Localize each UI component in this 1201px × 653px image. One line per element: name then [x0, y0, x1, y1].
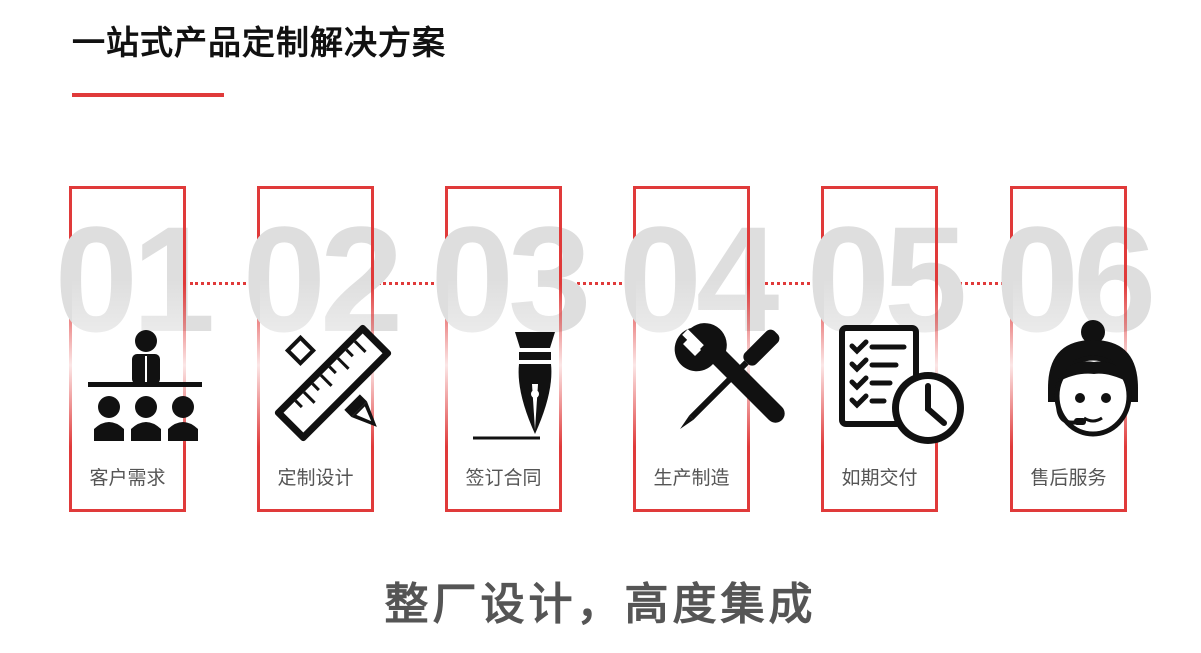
step-label: 客户需求 [89, 467, 166, 489]
step-card-01: 01 客户需求 [55, 186, 215, 512]
customer-service-headset-icon [1048, 320, 1138, 437]
meeting-audience-icon [88, 330, 202, 441]
checklist-clock-icon [839, 325, 964, 444]
step-label: 如期交付 [841, 467, 918, 489]
step-card-03: 03 签订合同 [431, 186, 591, 512]
page-title: 一站式产品定制解决方案 [72, 23, 446, 62]
step-label: 签订合同 [465, 467, 542, 489]
step-label: 定制设计 [277, 467, 354, 489]
step-connector [190, 282, 258, 285]
step-label: 售后服务 [1030, 467, 1107, 489]
fountain-pen-icon [473, 332, 555, 440]
step-connector [942, 282, 1010, 285]
slogan: 整厂设计，高度集成 [384, 579, 817, 630]
title-underline [72, 93, 224, 97]
ruler-pencil-icon [274, 324, 392, 442]
step-connector [378, 282, 446, 285]
step-label: 生产制造 [653, 467, 730, 489]
step-card-04: 04 生产制造 [619, 186, 779, 512]
wrench-screwdriver-icon [674, 323, 785, 429]
step-card-02: 02 定制设计 [243, 186, 403, 512]
step-connector [754, 282, 822, 285]
step-connector [566, 282, 634, 285]
